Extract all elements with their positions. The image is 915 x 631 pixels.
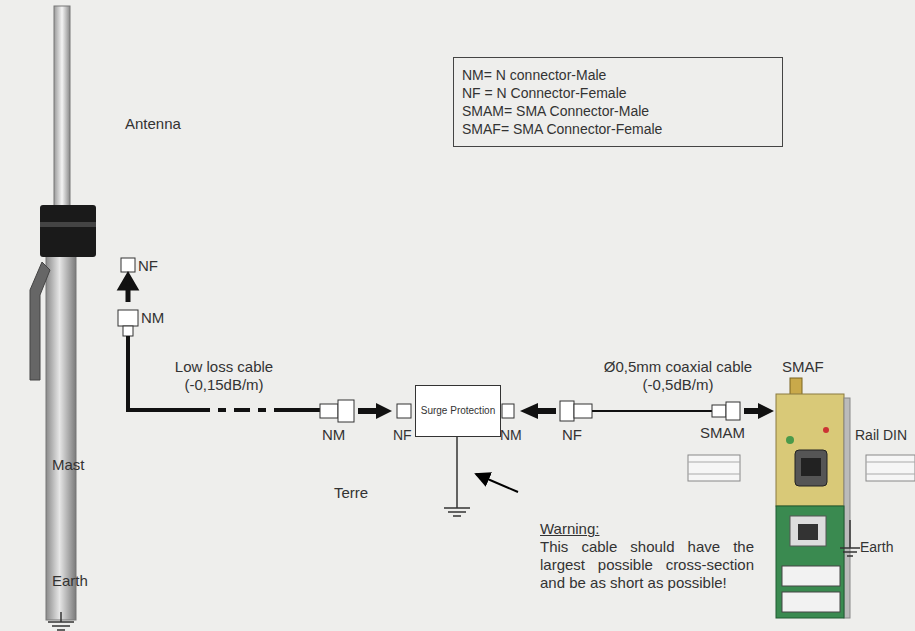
ground-symbol xyxy=(444,508,470,516)
warning-note: This cable should have the largest possi… xyxy=(540,538,754,592)
router-device xyxy=(776,378,850,618)
n-male-connector xyxy=(123,326,133,336)
mast xyxy=(46,250,76,620)
pointer-arrow xyxy=(476,474,518,492)
mating-arrow xyxy=(520,403,538,419)
n-female-connector xyxy=(121,258,135,272)
mating-arrow xyxy=(376,403,392,419)
mating-arrow xyxy=(121,276,135,302)
n-female-connector xyxy=(574,404,592,418)
warning-heading: Warning: xyxy=(540,520,599,538)
part-name: Antenna xyxy=(125,115,181,133)
cable-label: Ø0,5mm coaxial cable (-0,5dB/m) xyxy=(596,358,760,394)
legend-entry: SMAF= SMA Connector-Female xyxy=(462,120,774,138)
connector-name: NF xyxy=(393,426,412,444)
mating-arrow xyxy=(536,408,556,414)
connector-name: NF xyxy=(562,426,582,444)
sma-male-connector xyxy=(712,405,726,417)
din-rail xyxy=(688,474,740,475)
part-name: Earth xyxy=(52,572,88,590)
ground-symbol xyxy=(48,612,74,630)
mast-bracket xyxy=(30,262,50,380)
connector-name: SMAF xyxy=(782,358,824,376)
part-name: Earth xyxy=(860,538,893,556)
legend-entry: NM= N connector-Male xyxy=(462,66,774,84)
n-male-connector xyxy=(118,310,138,326)
din-rail xyxy=(866,474,915,475)
connector-name: NM xyxy=(500,426,522,444)
n-male-connector xyxy=(502,404,514,418)
din-rail xyxy=(688,455,740,481)
surge-protection-box: Surge Protection xyxy=(415,385,501,437)
low-loss-cable xyxy=(128,336,320,410)
sma-male-connector xyxy=(726,402,740,420)
din-rail xyxy=(866,462,915,463)
n-female-connector xyxy=(560,401,574,421)
n-male-connector xyxy=(320,404,338,418)
ground-symbol xyxy=(840,520,860,556)
part-name: Rail DIN xyxy=(855,426,907,444)
mating-arrow xyxy=(744,408,760,414)
part-name: Terre xyxy=(334,484,368,502)
n-male-connector xyxy=(338,400,354,422)
coaxial-cable xyxy=(592,410,712,412)
connector-name: SMAM xyxy=(700,424,745,442)
n-female-connector xyxy=(397,404,411,418)
mast-clamp xyxy=(40,205,96,257)
part-name: Mast xyxy=(52,456,85,474)
ground-wire xyxy=(456,436,458,508)
node-label: Surge Protection xyxy=(421,405,496,417)
mast-clamp xyxy=(40,222,96,227)
legend-entry: SMAM= SMA Connector-Male xyxy=(462,102,774,120)
legend-entry: NF = N Connector-Female xyxy=(462,84,774,102)
cable-label: Low loss cable (-0,15dB/m) xyxy=(158,358,290,394)
antenna-whip xyxy=(54,6,70,210)
mating-arrow xyxy=(358,408,378,414)
din-rail xyxy=(866,455,915,481)
legend-box: NM= N connector-MaleNF = N Connector-Fem… xyxy=(453,57,783,147)
connector-name: NF xyxy=(138,257,158,275)
mating-arrow xyxy=(758,403,774,419)
connector-name: NM xyxy=(141,309,164,327)
din-rail xyxy=(688,462,740,463)
connector-name: NM xyxy=(322,426,345,444)
